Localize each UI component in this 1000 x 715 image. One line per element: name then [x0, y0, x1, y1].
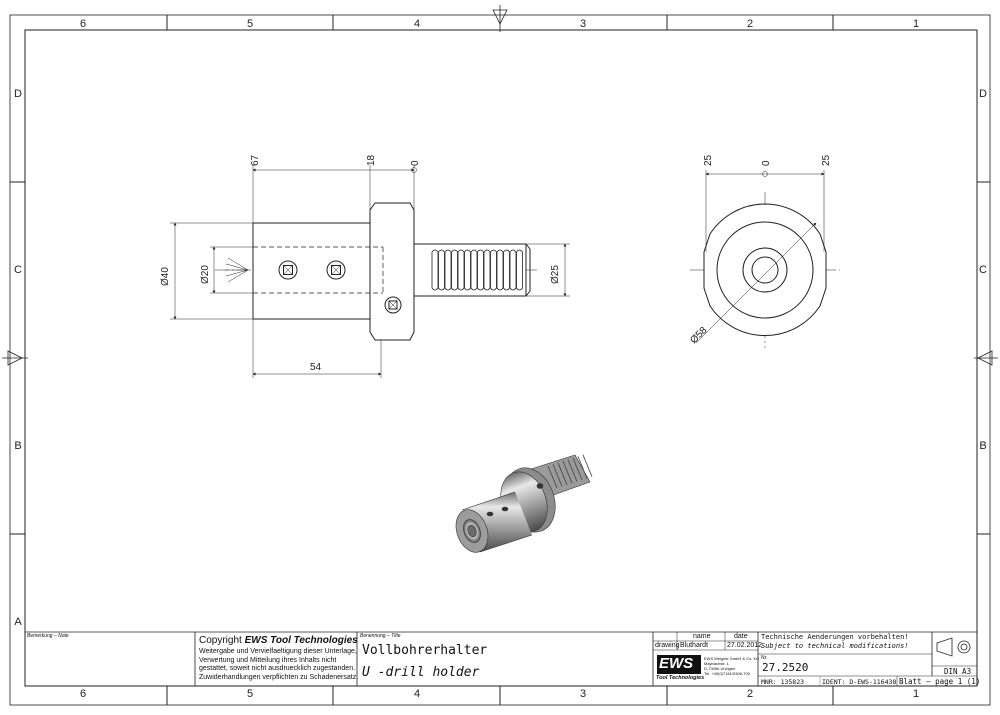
serration-tooth [457, 249, 465, 291]
front-view-dimensions [170, 165, 570, 378]
zone-row-b-left: B [14, 440, 21, 452]
dim-0-front: 0 [410, 160, 421, 166]
zone-row-c-right: C [979, 264, 987, 276]
zone-col-5-bottom: 5 [247, 688, 253, 700]
serration-tooth [451, 249, 458, 291]
drawing-frame [9, 14, 991, 706]
ews-logo [657, 655, 701, 674]
dim-dia-25: Ø25 [550, 265, 561, 284]
copyright-prefix: Copyright [199, 635, 242, 646]
company-line: Tel. +49(0)7161/9306-700 [704, 671, 750, 676]
serration-tooth [477, 249, 484, 291]
dim-dia-20: Ø20 [200, 265, 211, 284]
iso-serration [582, 454, 593, 477]
copyright-heading: Copyright EWS Tool Technologies [199, 635, 358, 646]
zone-row-b-right: B [979, 440, 986, 452]
serration-tooth [431, 249, 439, 291]
title-label: Benennung – Title [360, 633, 401, 639]
copyright-notice: Weitergabe und Vervielfaeltigung dieser … [199, 648, 358, 682]
logo-subtitle: Tool Technologies [656, 675, 705, 681]
logo-text: EWS [659, 655, 694, 672]
dim-dia-58: Ø58 [688, 325, 709, 346]
iso-serration [547, 465, 558, 489]
serration-tooth [496, 249, 504, 291]
serration-tooth [464, 249, 471, 291]
company-line: Maybachstr. 1 [704, 661, 729, 666]
projection-symbol-icon [936, 637, 971, 657]
mnr-number: MNR: 135823 [761, 678, 805, 686]
zone-col-4-top: 4 [414, 18, 420, 30]
dim-side-0: 0 [761, 160, 772, 166]
zone-row-c-left: C [14, 264, 22, 276]
ident-number: IDENT: D-EWS-116438 - [822, 678, 905, 686]
copyright-line: Weitergabe und Vervielfaeltigung dieser … [199, 648, 357, 655]
title-german: Vollbohrerhalter [362, 643, 488, 658]
zone-col-4-bottom: 4 [414, 688, 420, 700]
copyright-line: Verwertung und Mitteilung ihres Inhalts … [199, 656, 337, 664]
zone-col-1-bottom: 1 [913, 688, 919, 700]
serration-tooth [483, 249, 491, 291]
zone-col-2-bottom: 2 [747, 688, 753, 700]
front-view [215, 202, 540, 341]
serration-tooth [438, 249, 445, 291]
serration-tooth [516, 249, 523, 291]
zone-col-1-top: 1 [913, 18, 919, 30]
title-block-grid [25, 631, 977, 686]
paper-format: DIN A3 [944, 667, 972, 676]
zone-col-6-bottom: 6 [80, 688, 86, 700]
zone-row-a-left: A [14, 616, 22, 628]
zone-col-6-top: 6 [80, 18, 86, 30]
drawn-by: Bluthardt [680, 642, 709, 649]
end-view [690, 170, 840, 348]
copyright-brand: EWS Tool Technologies [244, 635, 358, 646]
company-address: EWS Weigele GmbH & Co. KG Maybachstr. 1 … [704, 656, 759, 676]
centering-marks [2, 5, 998, 366]
sheet-page: Blatt – page 1 (1) [899, 677, 980, 686]
isometric-render [455, 454, 593, 553]
col-name-header: name [693, 633, 711, 640]
zone-col-3-top: 3 [580, 18, 586, 30]
serration-tooth [444, 249, 452, 291]
serration-tooth [490, 249, 497, 291]
zone-col-3-bottom: 3 [580, 688, 586, 700]
company-line: D-73066 Uhingen [704, 666, 736, 671]
company-line: EWS Weigele GmbH & Co. KG [704, 656, 760, 661]
serration-tooth [470, 249, 478, 291]
copyright-line: gestattet, soweit nicht ausdruecklich zu… [199, 665, 356, 672]
zone-col-2-top: 2 [747, 18, 753, 30]
sheet-value: 1 (1) [957, 677, 981, 686]
iso-serration [552, 464, 563, 487]
iso-serration [562, 461, 573, 484]
iso-serration [577, 456, 588, 479]
iso-serration [557, 462, 568, 485]
zone-row-d-right: D [979, 88, 987, 100]
copyright-line: Zuwiderhandlungen verpflichten zu Schade… [199, 673, 359, 681]
part-number: 27.2520 [762, 661, 809, 674]
dim-dia-40: Ø40 [160, 267, 171, 286]
drawn-date: 27.02.2012 [727, 642, 763, 649]
dim-18: 18 [366, 154, 377, 166]
sheet-label: Blatt – page [899, 677, 954, 686]
row-drawing-label: drawing [655, 642, 680, 649]
title-english: U -drill holder [362, 665, 480, 680]
dim-54: 54 [310, 362, 322, 373]
serration-tooth [503, 249, 510, 291]
notice-german: Technische Aenderungen vorbehalten! [761, 633, 909, 641]
iso-serration [567, 459, 578, 482]
dim-67: 67 [250, 154, 261, 166]
nr-label: Nr. [761, 655, 768, 661]
note-label: Bemerkung – Note [27, 633, 69, 639]
iso-serration [572, 457, 583, 481]
notice-english: Subject to technical modifications! [761, 642, 909, 650]
serration-tooth [509, 249, 517, 291]
dim-side-25-left: 25 [703, 154, 714, 166]
shank-serrations [431, 249, 523, 291]
col-date-header: date [734, 633, 748, 640]
zone-col-5-top: 5 [247, 18, 253, 30]
zone-row-d-left: D [14, 88, 22, 100]
dim-side-25-right: 25 [821, 154, 832, 166]
